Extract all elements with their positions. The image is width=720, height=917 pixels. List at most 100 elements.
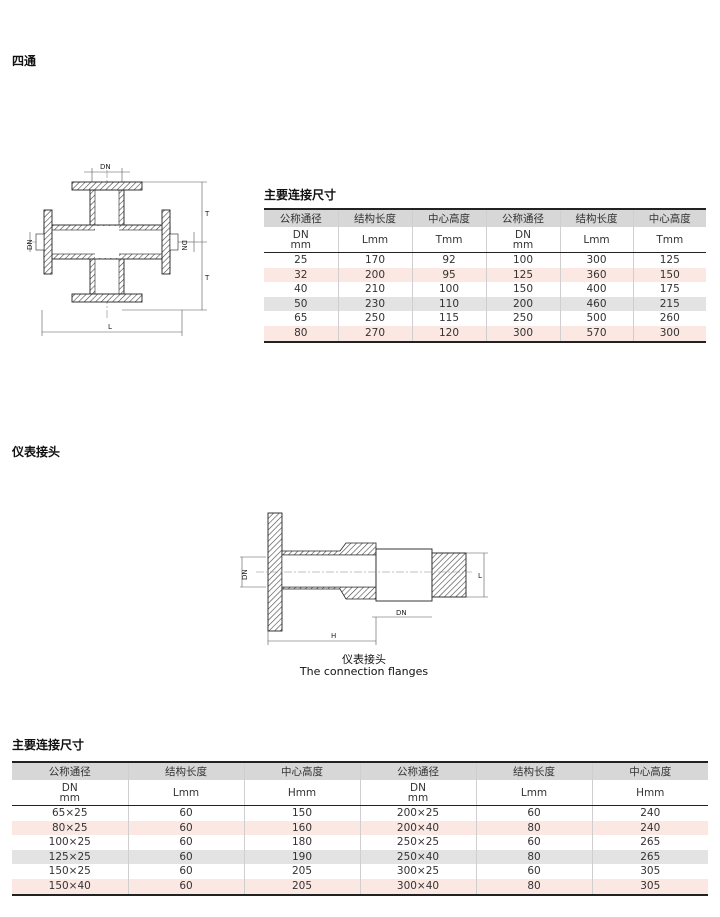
table-cell: 240 xyxy=(592,805,708,821)
header-center-height: 中心高度 xyxy=(633,208,706,227)
unit-cell: Lmm xyxy=(476,780,593,806)
table-cell: 80 xyxy=(476,878,593,896)
table-cell: 240 xyxy=(592,820,708,836)
table-cell: 60 xyxy=(128,805,245,821)
table-cell: 80 xyxy=(264,325,339,343)
header-length: 结构长度 xyxy=(338,208,413,227)
table-cell: 570 xyxy=(560,325,634,343)
table-cell: 60 xyxy=(476,805,593,821)
table-cell: 110 xyxy=(412,296,487,312)
table-cell: 300 xyxy=(560,252,634,268)
table-cell: 250 xyxy=(486,311,561,326)
table-cell: 100×25 xyxy=(12,835,129,850)
table-cell: 60 xyxy=(476,835,593,850)
table-cell: 80 xyxy=(476,820,593,836)
table-cell: 460 xyxy=(560,296,634,312)
table-cell: 115 xyxy=(412,311,487,326)
unit-cell: Lmm xyxy=(560,227,634,253)
unit-cell: Tmm xyxy=(412,227,487,253)
section-title-instrument: 仪表接头 xyxy=(12,445,61,459)
table-cell: 175 xyxy=(633,282,706,297)
table-cell: 200×25 xyxy=(360,805,477,821)
table-cell: 40 xyxy=(264,282,339,297)
section-title-cross: 四通 xyxy=(12,54,37,68)
table-cell: 250×25 xyxy=(360,835,477,850)
unit-cell: Hmm xyxy=(592,780,708,806)
unit-cell: Lmm xyxy=(128,780,245,806)
table-cell: 60 xyxy=(128,835,245,850)
table-cell: 305 xyxy=(592,864,708,879)
table-cell: 150×25 xyxy=(12,864,129,879)
instrument-flange-drawing: DN DN L H xyxy=(240,512,488,645)
header-nominal-diameter: 公称通径 xyxy=(486,208,561,227)
table-cell: 80 xyxy=(476,849,593,865)
drawing-caption-cn: 仪表接头 xyxy=(342,653,386,666)
header-nominal-diameter: 公称通径 xyxy=(264,208,339,227)
table-cell: 250×40 xyxy=(360,849,477,865)
cross-table-title: 主要连接尺寸 xyxy=(264,188,337,202)
table-cell: 360 xyxy=(560,267,634,283)
table-cell: 60 xyxy=(128,849,245,865)
header-length: 结构长度 xyxy=(128,761,245,780)
l-right-label: L xyxy=(478,572,482,580)
table-cell: 92 xyxy=(412,252,487,268)
table-cell: 180 xyxy=(244,835,361,850)
table-cell: 150 xyxy=(633,267,706,283)
unit-cell: Lmm xyxy=(338,227,413,253)
table-cell: 100 xyxy=(412,282,487,297)
table-cell: 160 xyxy=(244,820,361,836)
table-cell: 265 xyxy=(592,849,708,865)
header-center-height: 中心高度 xyxy=(592,761,708,780)
table-cell: 125×25 xyxy=(12,849,129,865)
table-cell: 32 xyxy=(264,267,339,283)
t-top-label: T xyxy=(204,210,210,218)
header-center-height: 中心高度 xyxy=(244,761,361,780)
table-cell: 230 xyxy=(338,296,413,312)
table-cell: 205 xyxy=(244,878,361,896)
cross-tee-drawing: DN DN DN T T L xyxy=(26,163,210,336)
table-cell: 300×40 xyxy=(360,878,477,896)
l-bottom-label: L xyxy=(108,323,112,331)
dn-top-label: DN xyxy=(100,163,111,171)
dn-left-label: DN xyxy=(241,569,249,580)
table-cell: 50 xyxy=(264,296,339,312)
table-cell: 65 xyxy=(264,311,339,326)
table-cell: 190 xyxy=(244,849,361,865)
table-cell: 60 xyxy=(128,864,245,879)
drawing-caption-en: The connection flanges xyxy=(299,665,429,678)
table-cell: 95 xyxy=(412,267,487,283)
table-cell: 120 xyxy=(412,325,487,343)
h-bottom-label: H xyxy=(331,632,336,640)
table-cell: 150 xyxy=(486,282,561,297)
table-cell: 300×25 xyxy=(360,864,477,879)
table-cell: 250 xyxy=(338,311,413,326)
table-cell: 80×25 xyxy=(12,820,129,836)
table-cell: 270 xyxy=(338,325,413,343)
table-cell: 265 xyxy=(592,835,708,850)
header-length: 结构长度 xyxy=(560,208,634,227)
table-cell: 400 xyxy=(560,282,634,297)
table-cell: 215 xyxy=(633,296,706,312)
header-length: 结构长度 xyxy=(476,761,593,780)
table-cell: 200 xyxy=(338,267,413,283)
table-cell: 205 xyxy=(244,864,361,879)
table-cell: 125 xyxy=(486,267,561,283)
header-nominal-diameter: 公称通径 xyxy=(360,761,477,780)
table-cell: 305 xyxy=(592,878,708,896)
